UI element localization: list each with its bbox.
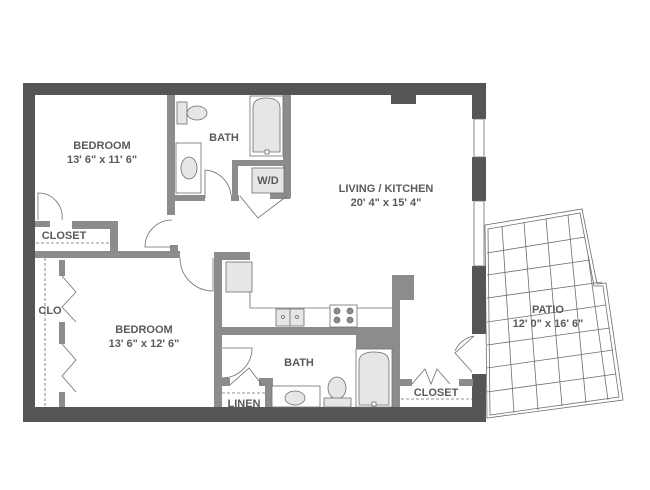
- room-label-closet-1: CLOSET: [42, 229, 87, 243]
- inner-walls: [35, 95, 473, 407]
- room-name: CLOSET: [413, 387, 459, 399]
- toilet-tank: [323, 397, 352, 408]
- patio-tiles: [484, 208, 624, 419]
- room-label-clo: CLO: [38, 304, 61, 318]
- refrigerator: [225, 261, 253, 293]
- room-dimensions: 12' 0" x 16' 6": [512, 318, 584, 330]
- room-name: W/D: [257, 175, 279, 187]
- room-dimensions: 13' 6" x 11' 6": [66, 154, 138, 166]
- outer-walls: [23, 83, 486, 422]
- room-name: BEDROOM: [73, 140, 131, 152]
- room-name: LINEN: [227, 398, 261, 410]
- room-label-wd: W/D: [257, 174, 278, 188]
- sink: [180, 156, 198, 180]
- room-name: CLO: [38, 305, 62, 317]
- toilet-bowl: [186, 105, 208, 121]
- room-name: BATH: [209, 132, 239, 144]
- sink: [284, 390, 306, 406]
- stove: [329, 304, 358, 328]
- toilet-tank: [176, 101, 188, 125]
- room-name: LIVING / KITCHEN: [338, 183, 434, 195]
- room-label-bath-1: BATH: [209, 131, 239, 145]
- room-name: CLOSET: [41, 230, 87, 242]
- room-dimensions: 13' 6" x 12' 6": [108, 338, 180, 350]
- room-label-patio: PATIO 12' 0" x 16' 6": [513, 303, 584, 331]
- windows: [473, 118, 485, 267]
- fixtures: [175, 95, 393, 408]
- room-name: BEDROOM: [115, 324, 173, 336]
- room-label-linen: LINEN: [228, 397, 261, 411]
- room-dimensions: 20' 4" x 15' 4": [350, 197, 422, 209]
- washer-dryer: [251, 167, 285, 194]
- room-label-closet-2: CLOSET: [414, 386, 459, 400]
- doors: [36, 169, 475, 406]
- room-label-bath-2: BATH: [284, 356, 314, 370]
- room-name: BATH: [284, 357, 314, 369]
- toilet-bowl: [327, 376, 347, 400]
- room-label-bedroom-2: BEDROOM 13' 6" x 12' 6": [109, 323, 180, 351]
- room-label-living-kitchen: LIVING / KITCHEN 20' 4" x 15' 4": [339, 182, 434, 210]
- room-label-bedroom-1: BEDROOM 13' 6" x 11' 6": [67, 139, 137, 167]
- room-name: PATIO: [532, 304, 564, 316]
